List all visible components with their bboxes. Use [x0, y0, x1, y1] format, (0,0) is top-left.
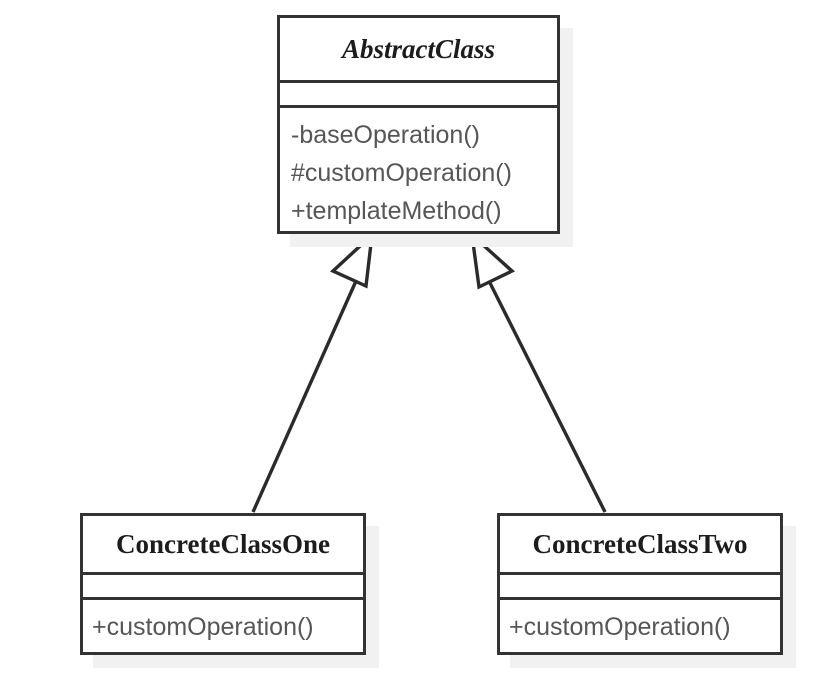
attributes-compartment-abstract-class — [280, 83, 557, 105]
hollow-triangle-arrowhead-one — [329, 230, 375, 289]
compartment-divider — [500, 597, 780, 600]
operation-row: +customOperation() — [509, 613, 731, 641]
class-box-concrete-class-one[interactable]: ConcreteClassOne +customOperation() — [80, 513, 366, 655]
operations-compartment-abstract-class: -baseOperation() #customOperation() +tem… — [280, 108, 557, 235]
class-box-abstract-class[interactable]: AbstractClass -baseOperation() #customOp… — [277, 15, 560, 234]
class-name-abstract-class: AbstractClass — [341, 33, 496, 64]
attributes-compartment-concrete-class-one — [83, 575, 363, 597]
hollow-triangle-arrowhead-two — [469, 230, 516, 290]
generalization-edge-two[interactable] — [469, 230, 607, 513]
compartment-divider — [280, 105, 557, 108]
class-name-concrete-class-one: ConcreteClassOne — [116, 528, 330, 559]
operation-row: +templateMethod() — [291, 197, 502, 225]
operations-compartment-concrete-class-two: +customOperation() — [500, 600, 780, 655]
class-box-concrete-class-two[interactable]: ConcreteClassTwo +customOperation() — [497, 513, 783, 655]
compartment-divider — [280, 80, 557, 83]
generalization-line-one — [251, 280, 358, 513]
operations-compartment-concrete-class-one: +customOperation() — [83, 600, 363, 655]
operation-row: +customOperation() — [92, 613, 314, 641]
attributes-compartment-concrete-class-two — [500, 575, 780, 597]
compartment-divider — [500, 572, 780, 575]
operation-row: #customOperation() — [291, 159, 512, 187]
operation-row: -baseOperation() — [291, 121, 480, 149]
generalization-line-two — [487, 280, 607, 513]
compartment-divider — [83, 572, 363, 575]
class-name-concrete-class-two: ConcreteClassTwo — [532, 528, 748, 559]
compartment-divider — [83, 597, 363, 600]
generalization-edge-one[interactable] — [251, 230, 375, 513]
